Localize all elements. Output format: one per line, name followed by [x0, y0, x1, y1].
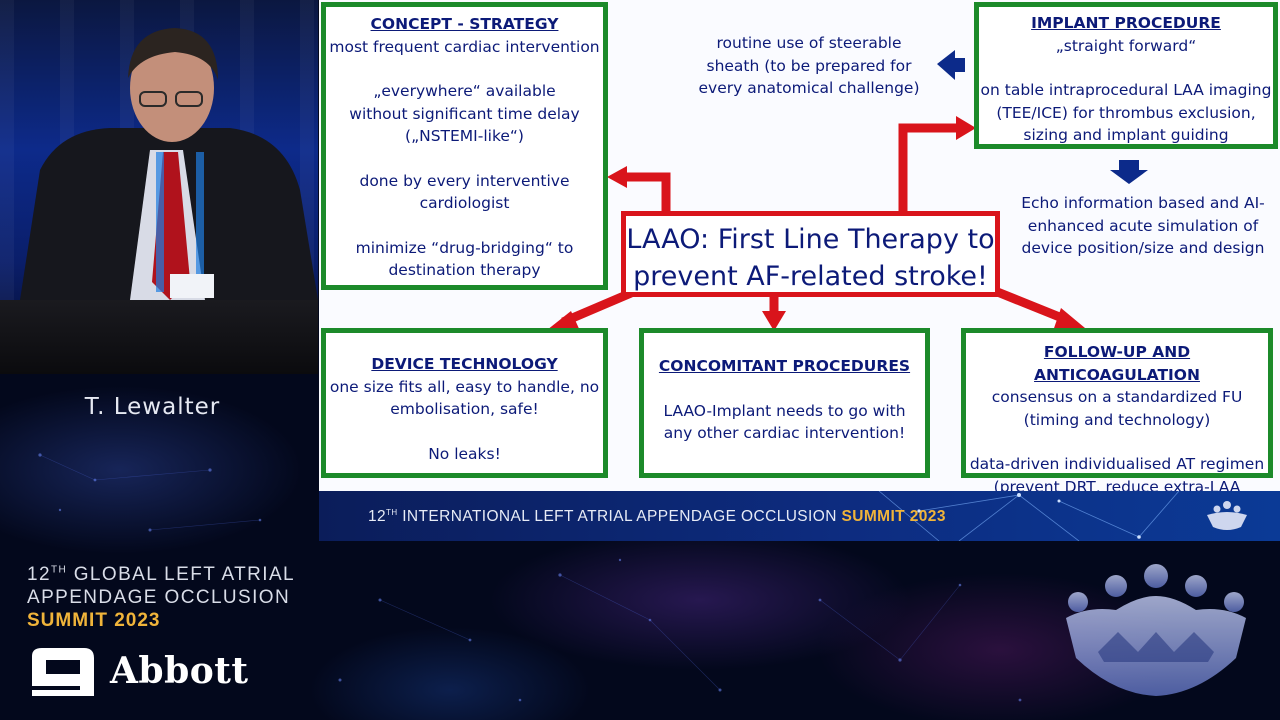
device-line-3: No leaks!: [428, 444, 501, 463]
concept-line-5: done by every interventive: [359, 171, 570, 190]
implant-title: IMPLANT PROCEDURE: [1031, 14, 1221, 32]
concomitant-procedures-box: CONCOMITANT PROCEDURES LAAO-Implant need…: [639, 328, 930, 478]
speaker-figure: [20, 28, 318, 300]
arrow-head-concept: [607, 166, 627, 188]
arrow-head-device: [547, 311, 581, 333]
concomitant-line-1: LAAO-Implant needs to go with: [663, 401, 906, 420]
concept-line-7: minimize “drug-bridging“ to: [355, 238, 574, 257]
concomitant-line-2: any other cardiac intervention!: [663, 424, 906, 442]
arrow-to-concept: [624, 172, 671, 211]
footer-title-text: INTERNATIONAL LEFT ATRIAL APPENDAGE OCCL…: [397, 508, 842, 526]
implant-line-2: on table intraprocedural LAA imaging: [980, 81, 1272, 99]
footer-crown-logo-icon: [1207, 501, 1247, 530]
event-title-line-1: 12TH GLOBAL LEFT ATRIAL: [27, 564, 295, 586]
concept-strategy-box: CONCEPT - STRATEGY most frequent cardiac…: [321, 2, 608, 290]
device-line-1: one size fits all, easy to handle, no: [329, 377, 600, 396]
follow-up-anticoagulation-box: FOLLOW-UP AND ANTICOAGULATION consensus …: [961, 328, 1273, 518]
center-line-1: LAAO: First Line Therapy to: [626, 224, 995, 255]
concept-line-1: most frequent cardiac intervention: [329, 37, 600, 56]
speaker-name: T. Lewalter: [84, 394, 221, 420]
arrow-to-device: [561, 288, 633, 327]
blue-arrow-down-icon: [1110, 160, 1148, 184]
center-line-2: prevent AF-related stroke!: [633, 261, 988, 292]
implant-procedure-box: IMPLANT PROCEDURE „straight forward“ on …: [974, 2, 1278, 149]
implant-line-1: „straight forward“: [1055, 36, 1197, 55]
followup-line-2: (timing and technology): [1023, 410, 1211, 429]
sheath-line-2: sheath (to be prepared for: [706, 56, 912, 75]
sheath-line-1: routine use of steerable: [716, 34, 902, 52]
speaker-video: [0, 0, 318, 374]
concept-line-2: „everywhere“ available: [373, 82, 556, 100]
event-ordinal: TH: [50, 564, 68, 576]
followup-line-1: consensus on a standardized FU: [991, 388, 1243, 406]
concept-line-8: destination therapy: [388, 261, 541, 279]
arrow-head-implant: [956, 116, 976, 140]
slide-arrows: [547, 50, 1148, 333]
concomitant-title: CONCOMITANT PROCEDURES: [658, 357, 911, 375]
arrow-to-implant: [898, 123, 959, 211]
footer-summit-year: SUMMIT 2023: [841, 508, 946, 526]
followup-title: FOLLOW-UP AND ANTICOAGULATION: [1034, 343, 1200, 384]
sheath-line-3: every anatomical challenge): [698, 79, 920, 97]
footer-event-title: 12TH INTERNATIONAL LEFT ATRIAL APPENDAGE…: [368, 508, 946, 526]
footer-ordinal: TH: [386, 508, 398, 517]
sponsor-name: Abbott: [110, 650, 249, 692]
device-technology-box: DEVICE TECHNOLOGY one size fits all, eas…: [321, 328, 608, 478]
first-line-therapy-box: LAAO: First Line Therapy to prevent AF-r…: [621, 211, 1000, 297]
event-title-line-2: APPENDAGE OCCLUSION: [27, 587, 291, 608]
abbott-logo-icon: [32, 648, 94, 696]
arrow-to-followup: [993, 286, 1069, 325]
event-title-text: GLOBAL LEFT ATRIAL: [67, 564, 296, 585]
device-line-2: embolisation, safe!: [390, 400, 539, 418]
implant-line-3: (TEE/ICE) for thrombus exclusion,: [996, 103, 1256, 122]
concept-line-3: without significant time delay: [349, 104, 580, 123]
echo-line-3: device position/size and design: [1021, 239, 1265, 257]
concept-title: CONCEPT - STRATEGY: [370, 15, 559, 33]
slide-footer: 12TH INTERNATIONAL LEFT ATRIAL APPENDAGE…: [319, 491, 1280, 541]
arrow-head-concomitant: [762, 311, 786, 331]
device-title: DEVICE TECHNOLOGY: [371, 355, 558, 373]
echo-line-1: Echo information based and AI-: [1021, 194, 1265, 212]
echo-simulation-note: Echo information based and AI- enhanced …: [1011, 192, 1275, 260]
steerable-sheath-note: routine use of steerable sheath (to be p…: [679, 32, 939, 100]
followup-line-3: data-driven individualised AT regimen: [969, 455, 1265, 473]
event-title-line-3: SUMMIT 2023: [27, 610, 161, 631]
echo-line-2: enhanced acute simulation of: [1027, 216, 1259, 235]
podium: [0, 300, 318, 374]
implant-line-4: sizing and implant guiding: [1023, 126, 1229, 144]
footer-network-graphic: [878, 491, 1247, 541]
concept-line-6: cardiologist: [419, 194, 510, 212]
arrow-head-followup: [1053, 308, 1085, 331]
event-number: 12: [27, 564, 51, 585]
blue-arrow-left-icon: [937, 50, 965, 80]
footer-number: 12: [368, 508, 387, 526]
concept-line-4: („NSTEMI-like“): [405, 127, 524, 145]
summit-crown-logo-icon: [1066, 564, 1246, 696]
presentation-slide: CONCEPT - STRATEGY most frequent cardiac…: [319, 0, 1280, 541]
